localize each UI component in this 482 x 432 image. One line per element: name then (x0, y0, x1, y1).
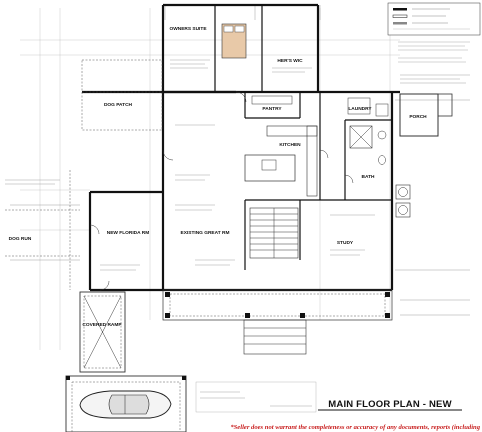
label-study: STUDY (337, 240, 354, 246)
dog-patch-outline (81, 59, 163, 131)
bath-fixtures (347, 97, 389, 165)
label-kitchen: KITCHEN (279, 142, 301, 148)
title-block: MAIN FLOOR PLAN - NEW (195, 381, 462, 413)
room-labels: OWNERS SUITE HER'S WIC DOG PATCH PANTRY … (9, 26, 428, 328)
label-hers-wic: HER'S WIC (277, 58, 303, 64)
legend-box (387, 2, 481, 36)
car-icon (79, 390, 172, 419)
drawing-title: MAIN FLOOR PLAN - NEW (328, 399, 451, 410)
disclaimer-text: *Seller does not warrant the completenes… (230, 424, 480, 431)
label-pantry: PANTRY (262, 106, 282, 112)
label-laundry: LAUNDRY (348, 106, 372, 112)
label-covered-ramp: COVERED RAMP (82, 322, 122, 328)
label-new-florida-rm: NEW FLORIDA RM (107, 230, 149, 236)
label-owners-suite: OWNERS SUITE (169, 26, 207, 32)
label-dog-patch: DOG PATCH (104, 102, 133, 108)
annotation-marks (5, 59, 470, 271)
label-existing-great-rm: EXISTING GREAT RM (181, 230, 230, 236)
owners-bed (221, 23, 247, 59)
door-swings (89, 91, 354, 291)
covered-ramp (79, 291, 126, 373)
porch-outline (399, 93, 453, 137)
stair (249, 207, 299, 259)
label-dog-run: DOG RUN (9, 236, 32, 242)
disclaimer-banner: *Seller does not warrant the completenes… (230, 424, 480, 431)
general-notes (398, 41, 470, 63)
label-porch: PORCH (409, 114, 427, 120)
dog-run-fence (5, 170, 80, 290)
carport (65, 375, 187, 432)
interior-walls (244, 92, 392, 270)
exterior-equipment (395, 184, 411, 218)
front-porch (162, 289, 393, 355)
kitchen-fixtures (244, 95, 318, 197)
label-bath: BATH (362, 174, 376, 180)
